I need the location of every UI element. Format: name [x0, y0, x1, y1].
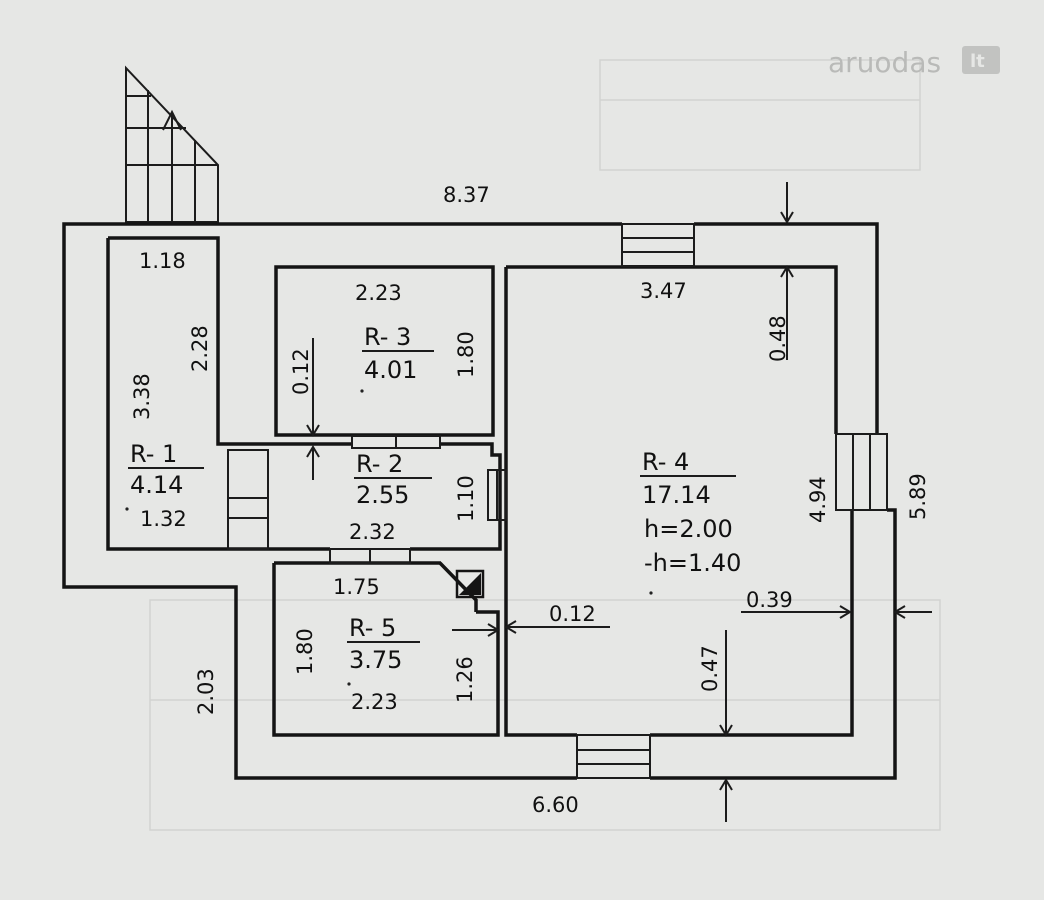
doorways: [227, 223, 888, 779]
room-r4-sub-height: -h=1.40: [644, 549, 741, 577]
dim-overall-right: 5.89: [906, 473, 930, 520]
dim-left-lower: 2.03: [194, 668, 218, 715]
watermark-suffix: lt: [970, 51, 985, 72]
room-r1-label: R- 1: [130, 440, 177, 468]
dim-r4-wall-top: 0.48: [766, 315, 790, 362]
window-right: [835, 433, 888, 511]
room-r4-label: R- 4: [642, 448, 689, 476]
dim-r3-wall: 0.12: [289, 348, 313, 395]
room-r5-area: 3.75: [349, 646, 402, 674]
dim-r5-top: 1.75: [333, 575, 380, 599]
watermark-text: aruodas: [828, 46, 941, 79]
reference-dots: [125, 389, 653, 686]
dim-r3-width: 2.23: [355, 281, 402, 305]
room-labels: R- 1 4.14 R- 2 2.55 R- 3 4.01 R- 4 17.14…: [128, 323, 741, 674]
room-r4-height: h=2.00: [644, 515, 733, 543]
dim-r5-right: 1.26: [453, 656, 477, 703]
dim-r1-height: 2.28: [188, 325, 212, 372]
dim-r4-wall-bottom: 0.47: [698, 645, 722, 692]
window-top: [621, 223, 695, 267]
dim-r3-height: 1.80: [454, 331, 478, 378]
dimension-labels: 8.37 1.18 2.23 3.47 1.32 2.32 1.75 0.12 …: [139, 183, 793, 817]
room-r5-label: R- 5: [349, 614, 396, 642]
background-markings: [149, 59, 941, 831]
outer-walls: [62, 222, 897, 780]
chimney-icon: [455, 569, 485, 599]
dim-left-upper: 3.38: [130, 373, 154, 420]
dim-r4-top: 3.47: [640, 279, 687, 303]
opening-r1-r2: [227, 449, 269, 550]
dim-r5-bottom: 2.23: [351, 690, 398, 714]
dim-r2-width: 2.32: [349, 520, 396, 544]
room-r3-area: 4.01: [364, 356, 417, 384]
dimension-arrows: [306, 182, 932, 822]
dim-r5-left: 1.80: [293, 628, 317, 675]
door-bottom: [576, 734, 651, 779]
watermark: aruodas lt: [828, 46, 1000, 79]
room-r2-label: R- 2: [356, 450, 403, 478]
room-r2-area: 2.55: [356, 481, 409, 509]
dim-r4-wall-right: 0.39: [746, 588, 793, 612]
dim-r1-top: 1.18: [139, 249, 186, 273]
dim-r4-height: 4.94: [806, 476, 830, 523]
room-r1-area: 4.14: [130, 471, 183, 499]
room-r4-area: 17.14: [642, 481, 711, 509]
watermark-house-icon: [962, 46, 1000, 74]
room-r3-label: R- 3: [364, 323, 411, 351]
dim-r4-wall-left: 0.12: [549, 602, 596, 626]
dim-overall-bottom: 6.60: [532, 793, 579, 817]
dimension-labels-vertical: 3.38 2.28 0.12 1.80 1.10 0.48 4.94 5.89 …: [130, 315, 930, 715]
entrance-stairs: [125, 65, 219, 223]
dim-r1-bottom: 1.32: [140, 507, 187, 531]
inner-walls: [106, 236, 854, 737]
dim-overall-top: 8.37: [443, 183, 490, 207]
dim-r2-height: 1.10: [454, 475, 478, 522]
